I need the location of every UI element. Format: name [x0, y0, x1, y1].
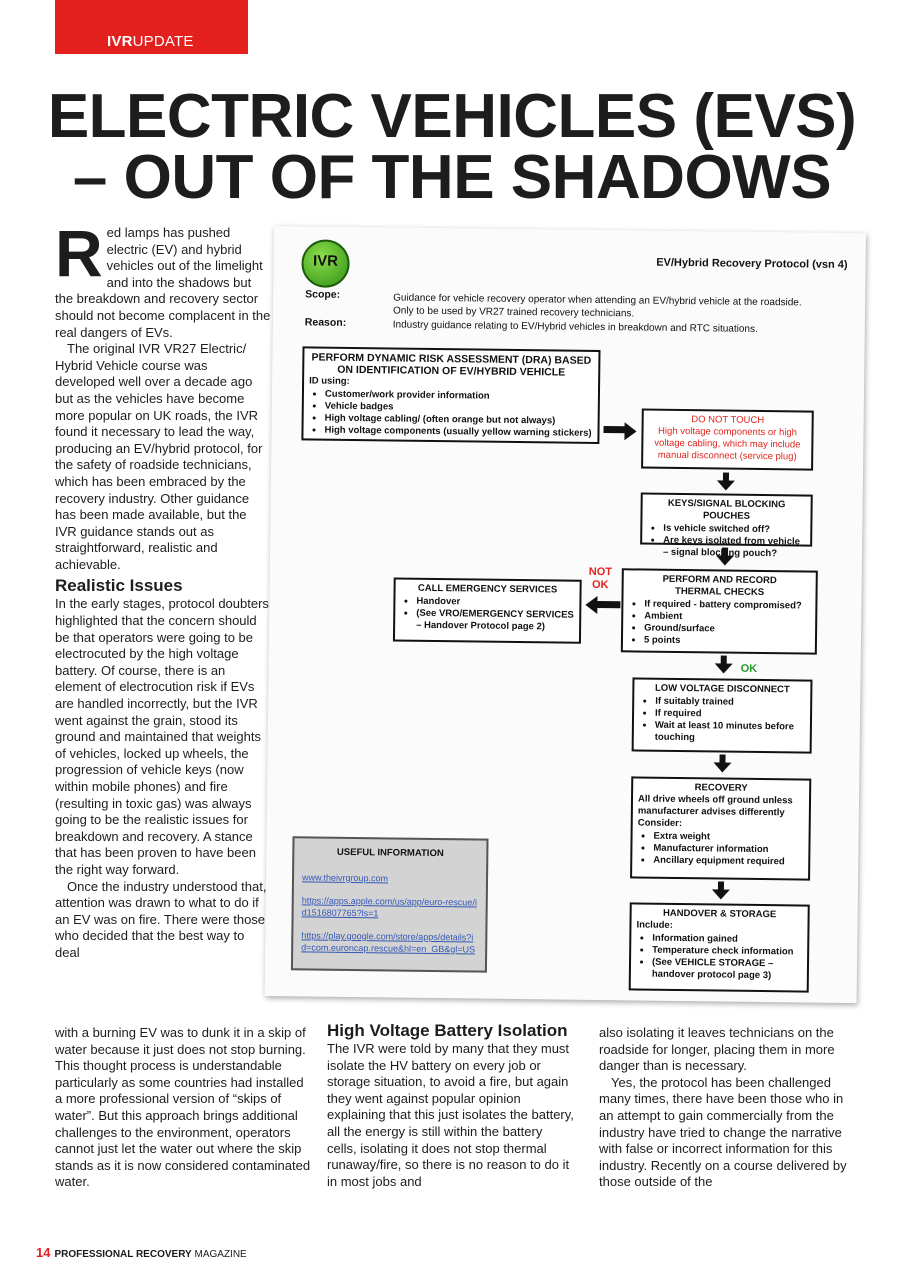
- list-item: Ancillary equipment required: [653, 855, 803, 869]
- list-item: (See VEHICLE STORAGE – handover protocol…: [652, 957, 802, 983]
- low-voltage-list: If suitably trained If required Wait at …: [639, 695, 806, 745]
- headline: ELECTRIC VEHICLES (EVS) – OUT OF THE SHA…: [20, 82, 884, 212]
- recovery-consider: Consider:: [637, 817, 683, 830]
- emergency-list: Handover (See VRO/EMERGENCY SERVICES – H…: [400, 596, 574, 634]
- paragraph-fire-b: with a burning EV was to dunk it in a sk…: [55, 1025, 311, 1190]
- section-prefix: IVR: [107, 33, 133, 50]
- thermal-heading-2: THERMAL CHECKS: [674, 585, 765, 599]
- scope-label: Scope:: [305, 288, 341, 301]
- protocol-flowchart: IVR EV/Hybrid Recovery Protocol (vsn 4) …: [264, 226, 866, 1004]
- paragraph-isolating: also isolating it leaves technicians on …: [599, 1025, 835, 1074]
- drop-cap: R: [55, 216, 103, 290]
- not-ok-label: NOT OK: [588, 565, 613, 592]
- box-handover-storage: HANDOVER & STORAGE Include: Information …: [628, 902, 810, 993]
- box-low-voltage: LOW VOLTAGE DISCONNECT If suitably train…: [631, 677, 813, 754]
- subheading-realistic-issues: Realistic Issues: [55, 576, 183, 596]
- list-item: Are keys isolated from vehicle – signal …: [663, 535, 805, 561]
- reason-label: Reason:: [304, 316, 347, 329]
- paragraph-hv-isolation: The IVR were told by many that they must…: [327, 1041, 574, 1189]
- paragraph-fire-a: Once the industry understood that, atten…: [55, 878, 267, 960]
- useful-info-heading: USEFUL INFORMATION: [336, 846, 444, 860]
- handover-list: Information gained Temperature check inf…: [636, 932, 803, 982]
- arrow-down-icon: [715, 555, 735, 566]
- not-ok-line-2: OK: [591, 578, 609, 592]
- paragraph-realistic-issues: In the early stages, protocol doubters h…: [55, 596, 269, 877]
- recovery-text: All drive wheels off ground unless manuf…: [637, 793, 793, 819]
- do-not-touch-text: High voltage components or high voltage …: [654, 425, 801, 463]
- logo-text: IVR: [312, 252, 339, 270]
- paragraph-challenged: Yes, the protocol has been challenged ma…: [599, 1074, 847, 1190]
- column-3: also isolating it leaves technicians on …: [599, 1025, 849, 1191]
- link-google-play[interactable]: https://play.google.com/store/apps/detai…: [301, 930, 476, 955]
- ivr-logo: IVR: [301, 239, 350, 288]
- box-do-not-touch: DO NOT TOUCH High voltage components or …: [641, 408, 814, 471]
- protocol-title: EV/Hybrid Recovery Protocol (vsn 4): [656, 256, 848, 272]
- list-item: (See VRO/EMERGENCY SERVICES – Handover P…: [416, 608, 574, 634]
- headline-line-1: ELECTRIC VEHICLES (EVS): [47, 82, 857, 151]
- section-suffix: UPDATE: [132, 33, 194, 50]
- dra-list: Customer/work provider information Vehic…: [308, 388, 593, 439]
- arrow-down-icon: [711, 889, 730, 900]
- paragraph-intro: ed lamps has pushed electric (EV) and hy…: [55, 225, 271, 340]
- box-keys: KEYS/SIGNAL BLOCKING POUCHES Is vehicle …: [640, 492, 813, 559]
- column-1-bottom: with a burning EV was to dunk it in a sk…: [55, 1025, 311, 1191]
- recovery-list: Extra weight Manufacturer information An…: [637, 830, 803, 868]
- ok-label: OK: [740, 662, 758, 675]
- list-item: 5 points: [644, 635, 810, 649]
- arrow-down-icon: [713, 762, 732, 773]
- box-dra: PERFORM DYNAMIC RISK ASSESSMENT (DRA) BA…: [301, 346, 601, 444]
- page-number: 14: [36, 1245, 51, 1260]
- section-tab: IVRUPDATE: [55, 0, 248, 54]
- arrow-shaft: [603, 426, 626, 434]
- keys-heading: KEYS/SIGNAL BLOCKING POUCHES: [667, 497, 786, 522]
- paragraph-original-course: The original IVR VR27 Electric/ Hybrid V…: [55, 341, 263, 572]
- headline-line-2: – OUT OF THE SHADOWS: [72, 143, 832, 212]
- subheading-hv-isolation: High Voltage Battery Isolation: [327, 1021, 568, 1040]
- list-item: High voltage components (usually yellow …: [324, 425, 592, 440]
- arrow-down-icon: [714, 663, 733, 674]
- low-voltage-heading: LOW VOLTAGE DISCONNECT: [654, 682, 790, 696]
- handover-intro: Include:: [636, 919, 673, 931]
- footer-magazine: MAGAZINE: [194, 1249, 247, 1260]
- footer-brand: PROFESSIONAL RECOVERY: [54, 1249, 192, 1260]
- arrow-down-icon: [716, 480, 735, 491]
- box-recovery: RECOVERY All drive wheels off ground unl…: [630, 776, 812, 881]
- not-ok-line-1: NOT: [588, 565, 613, 579]
- useful-information-box: USEFUL INFORMATION www.theivrgroup.com h…: [290, 836, 489, 973]
- box-thermal-checks: PERFORM AND RECORD THERMAL CHECKS If req…: [620, 568, 818, 655]
- thermal-list: If required - battery compromised? Ambie…: [628, 598, 811, 648]
- link-ivr-group[interactable]: www.theivrgroup.com: [301, 871, 389, 883]
- section-label: IVRUPDATE: [107, 33, 194, 50]
- list-item: Wait at least 10 minutes before touching: [655, 720, 805, 746]
- box-emergency-services: CALL EMERGENCY SERVICES Handover (See VR…: [392, 577, 582, 644]
- column-2: High Voltage Battery Isolation The IVR w…: [327, 1022, 575, 1190]
- arrow-right-icon: [624, 422, 637, 441]
- emergency-heading: CALL EMERGENCY SERVICES: [417, 582, 558, 596]
- arrow-shaft: [596, 600, 621, 609]
- link-apple-app[interactable]: https://apps.apple.com/us/app/euro-rescu…: [301, 895, 477, 918]
